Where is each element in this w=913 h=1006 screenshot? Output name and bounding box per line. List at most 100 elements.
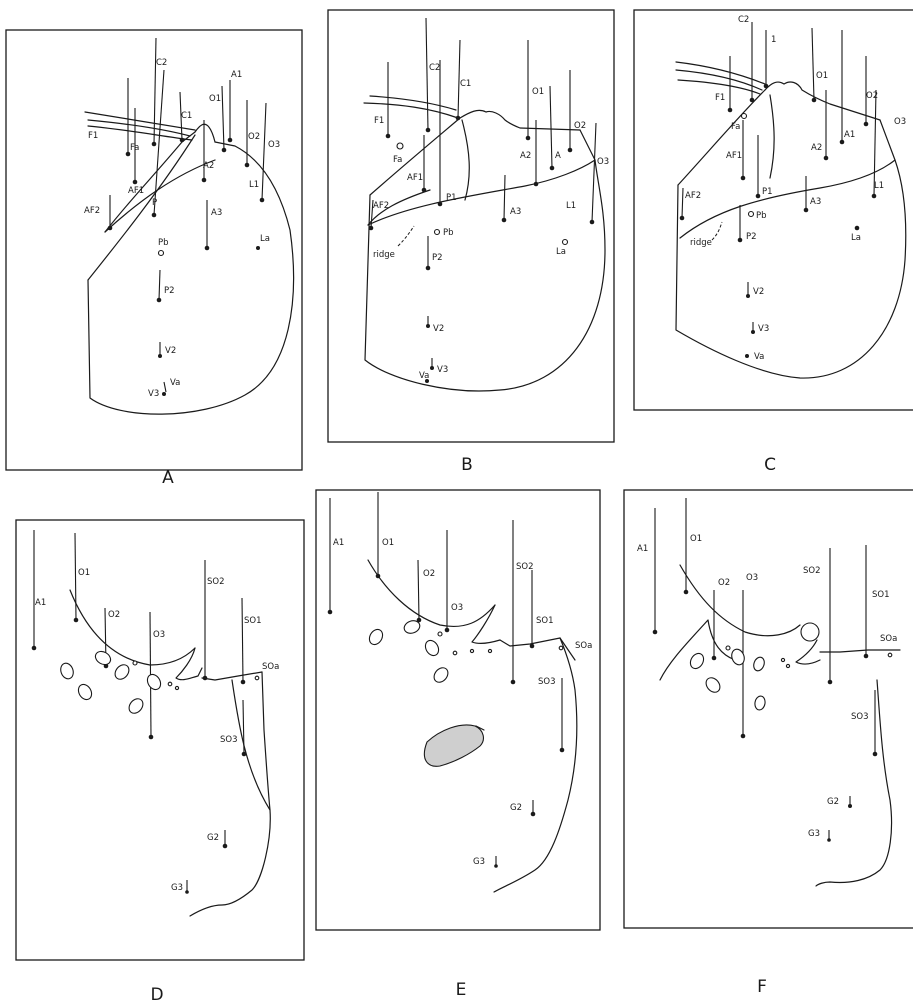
label: O1 [209,94,221,104]
label: O3 [746,573,758,583]
label: O1 [382,538,394,548]
label: La [851,233,861,243]
label: SOa [880,634,897,644]
label: G2 [827,797,839,807]
label: O1 [816,71,828,81]
label: L1 [566,201,576,211]
label: Va [419,371,429,381]
panel-b-ridge-line [367,159,596,226]
label: Fa [130,143,139,153]
label: L1 [249,180,259,190]
panel-f-frame [623,489,913,929]
label: AF2 [685,191,701,201]
label: SOa [575,641,592,651]
panel-c-labels: C2 1 O1 O2 O3 F1 Fa A2 A1 AF1 P1 L1 AF2 … [685,15,906,362]
label: P [152,198,157,208]
label: Fa [393,155,402,165]
panel-f-setae [652,498,893,842]
label: V2 [433,324,444,334]
panel-b: C2 C1 O1 F1 Fa O2 A2 A O3 AF1 P1 AF2 A3 … [327,9,615,475]
panel-a-epicranial-edge [104,159,216,233]
label: G2 [510,803,522,813]
panel-e-posterior-edge [493,637,578,893]
label: A3 [510,207,521,217]
panel-c: C2 1 O1 O2 O3 F1 Fa A2 A1 AF1 P1 L1 AF2 … [633,9,913,475]
panel-c-head-outline [675,119,907,379]
label: C1 [460,79,471,89]
label: A1 [844,130,855,140]
panel-c-antenna [675,61,766,95]
label: SO3 [851,712,869,722]
label: C2 [738,15,749,25]
panel-a: C2 A1 O1 C1 F1 Fa O2 O3 A2 AF1 L1 AF2 P … [5,29,303,488]
label: A1 [231,70,242,80]
label: Va [754,352,764,362]
label: V2 [753,287,764,297]
panel-b-frontal-suture [369,117,461,196]
label: A2 [203,161,214,171]
panel-a-frame [5,29,303,471]
label: G2 [207,833,219,843]
label: P2 [432,253,443,263]
panel-e-stippled-spot [423,724,484,767]
label: O2 [423,569,435,579]
panel-c-ridge-line [679,159,896,239]
panel-d-side-edge [261,671,271,811]
panel-c-frons-edge [769,94,775,179]
label: A3 [810,197,821,207]
panel-a-letter: A [162,468,174,488]
label: SO1 [872,590,890,600]
panel-f-genal-edge [659,619,736,681]
label: SO3 [220,735,238,745]
label: F1 [715,93,725,103]
panel-e-notch [471,604,501,645]
panel-e-setae [327,492,565,868]
label: P1 [762,187,773,197]
label: C1 [181,111,192,121]
panel-b-letter: B [461,455,473,475]
label: V3 [437,365,448,375]
panel-f-back-line [819,649,901,653]
panel-e-labels: A1 O1 O2 SO2 O3 SO1 SOa SO3 G2 G3 [333,538,592,867]
label: F1 [88,131,98,141]
label: O2 [718,578,730,588]
label: AF2 [373,201,389,211]
label: A2 [520,151,531,161]
panel-b-frons-edge [461,119,470,201]
label: O2 [866,91,878,101]
panel-b-frame [327,9,615,443]
label: G3 [171,883,183,893]
panel-f: A1 O1 O2 SO2 O3 SO1 SOa SO3 G2 G3 F [623,489,913,997]
panel-c-frontal-suture [677,89,766,186]
label: Pb [756,211,767,221]
label: AF1 [407,173,423,183]
label: O3 [597,157,609,167]
panel-a-frontal-suture [104,131,196,233]
panel-f-posterior-edge [815,679,893,887]
label: O3 [153,630,165,640]
panel-d-labels: A1 O1 SO2 O2 SO1 O3 SOa SO3 G2 G3 [35,568,279,893]
panel-b-antenna [363,95,459,119]
label: SO2 [207,577,225,587]
panel-e-eye-spots [368,620,493,683]
label: C2 [156,58,167,68]
panel-f-eye-arc [679,564,801,637]
label: Va [170,378,180,388]
label: AF2 [84,206,100,216]
label: O3 [894,117,906,127]
label: La [260,234,270,244]
panel-b-head-outline [364,129,606,392]
label: O1 [532,87,544,97]
panel-d-posterior-edge [189,679,271,917]
label: A1 [35,598,46,608]
label: SO3 [538,677,556,687]
label: A [555,151,561,161]
label: P1 [446,193,457,203]
panel-d-back-line [201,671,263,681]
label: P2 [746,232,757,242]
label: Fa [731,122,740,132]
label: AF1 [128,186,144,196]
label: V3 [148,389,159,399]
panel-f-labels: A1 O1 O2 SO2 O3 SO1 SOa SO3 G2 G3 [637,534,897,839]
